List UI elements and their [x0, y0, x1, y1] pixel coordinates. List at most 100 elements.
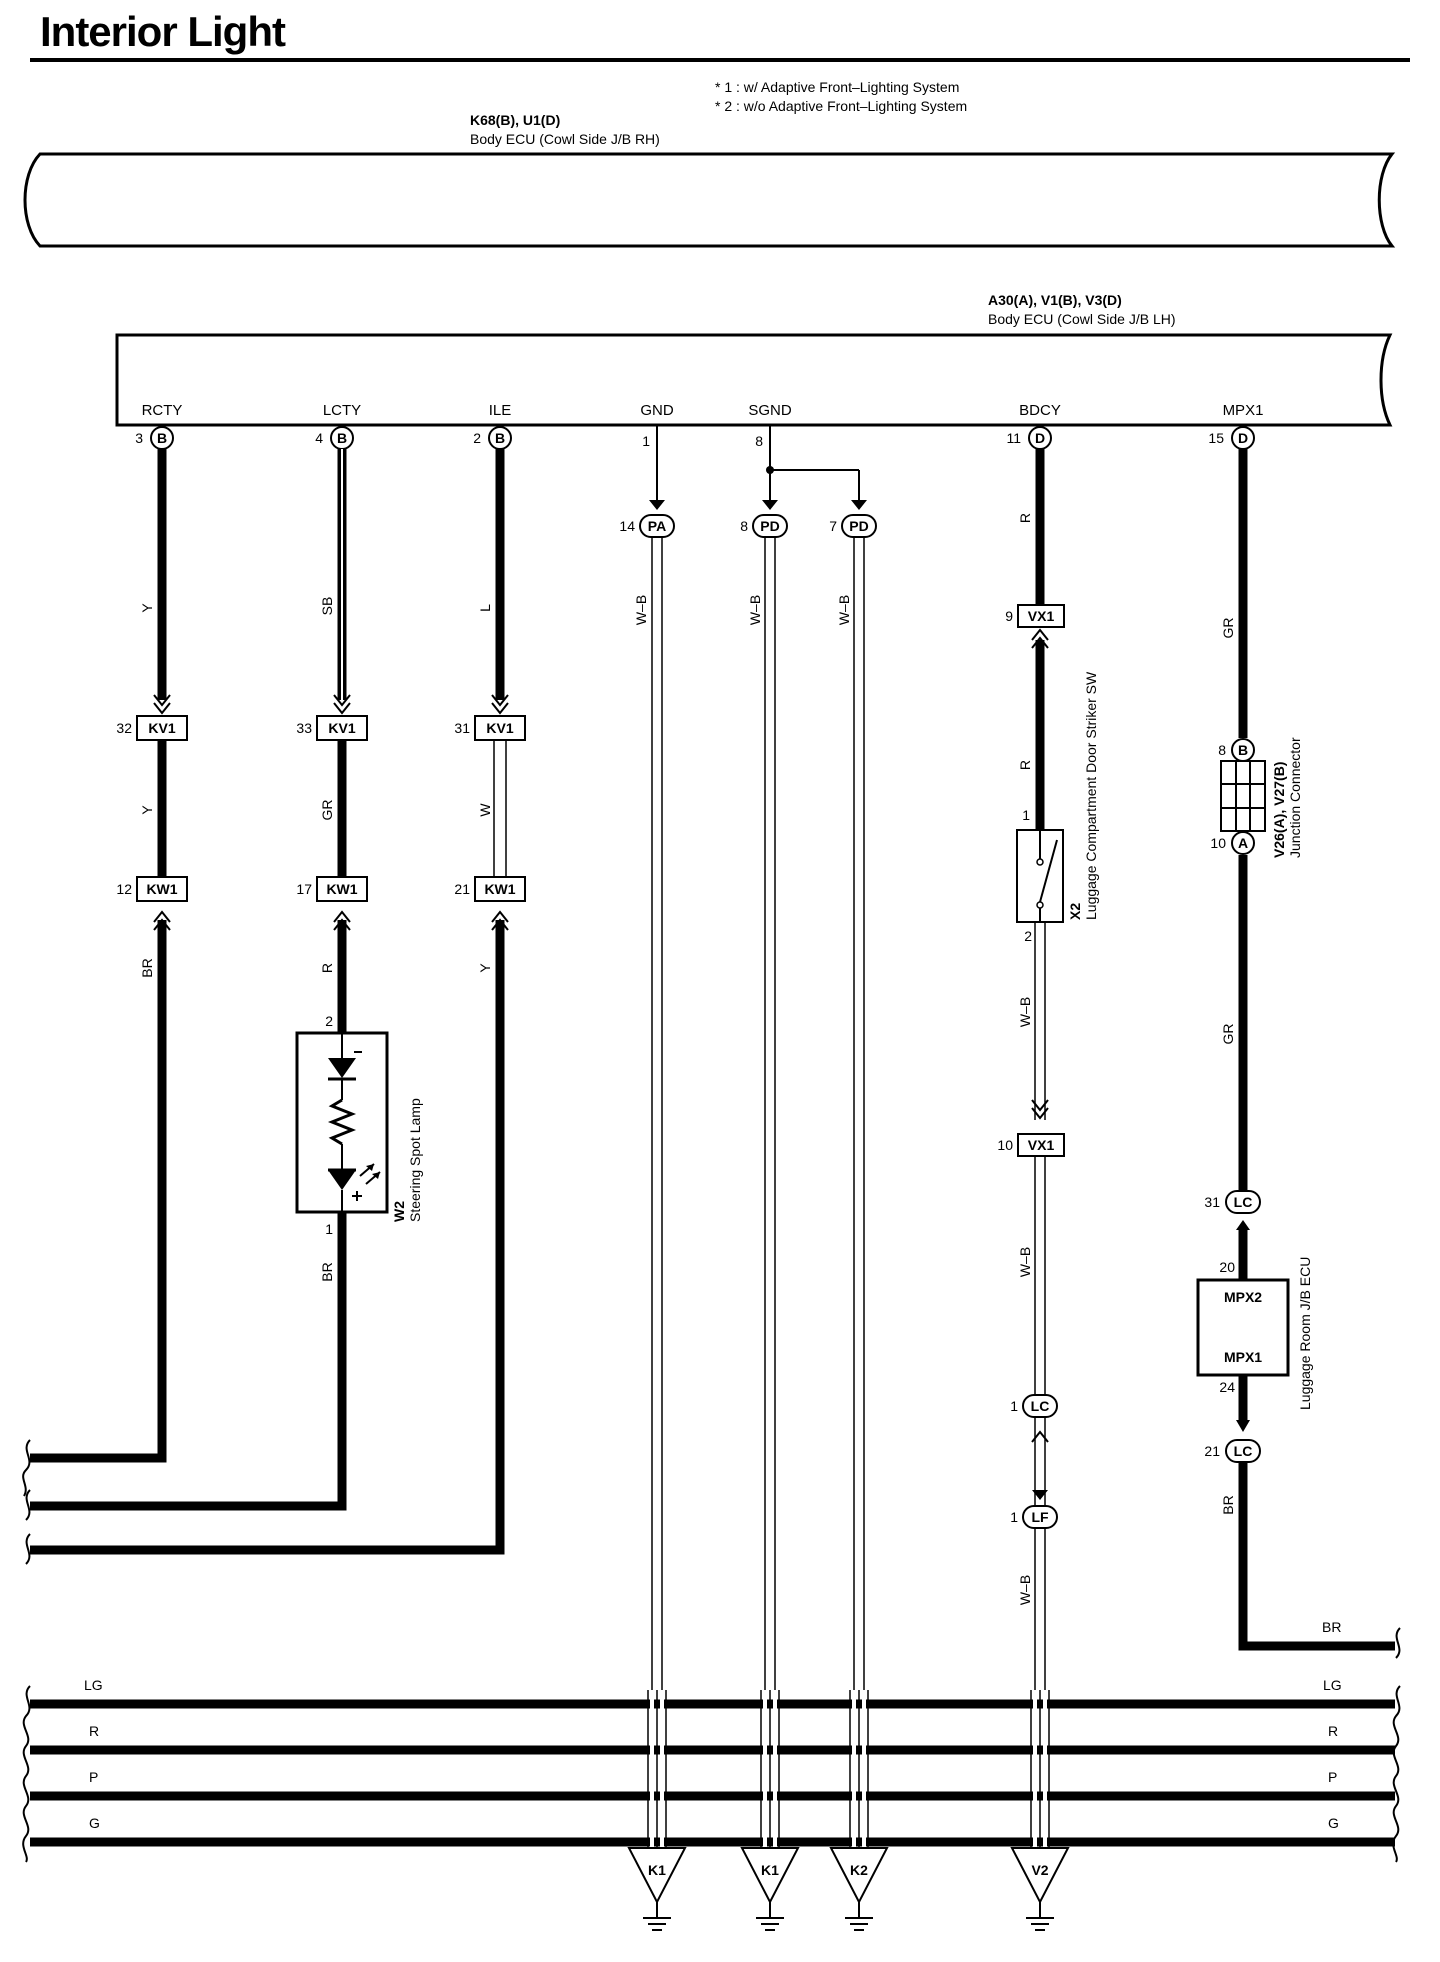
- wire-color-mpx1-1: GR: [1220, 618, 1236, 639]
- page-title: Interior Light: [40, 8, 286, 55]
- ground-k2: [829, 1847, 889, 1931]
- pin-lamp-1: 1: [325, 1221, 333, 1237]
- luggage-ecu-name: Luggage Room J/B ECU: [1297, 1257, 1313, 1410]
- cut-marks: [22, 1439, 1401, 1863]
- bus-label-p-left: P: [89, 1769, 98, 1785]
- lamp-name: Steering Spot Lamp: [407, 1098, 423, 1222]
- kv1-box-31: [474, 715, 526, 741]
- pd-connector-8: [752, 514, 788, 538]
- junction-connector: [1220, 738, 1266, 855]
- vx1-box-9: [1017, 604, 1065, 628]
- bus-label-r-left: R: [89, 1723, 99, 1739]
- pin-pa-14: 14: [619, 518, 635, 534]
- terminal-ile: ILE: [489, 402, 512, 419]
- bus-label-p-right: P: [1328, 1769, 1337, 1785]
- pin-vx1-9: 9: [1005, 608, 1013, 624]
- ground-label-k1-a: K1: [648, 1862, 666, 1878]
- wire-color-ile-1: L: [477, 604, 493, 612]
- lf-label-1: LF: [1031, 1509, 1049, 1525]
- ecu-lh-name: Body ECU (Cowl Side J/B LH): [988, 311, 1176, 327]
- pin-jc-10: 10: [1210, 835, 1226, 851]
- switch-code: X2: [1067, 903, 1083, 920]
- br-right-label: BR: [1322, 1619, 1341, 1635]
- conn-bdcy: D: [1035, 430, 1045, 446]
- vx1-label-10: VX1: [1028, 1137, 1055, 1153]
- pin-vx1-10: 10: [997, 1137, 1013, 1153]
- lf-connector-1: [1022, 1505, 1058, 1529]
- pin-lc-1: 1: [1010, 1398, 1018, 1414]
- wire-color-ile-2: W: [477, 803, 493, 817]
- wire-lcty: [30, 449, 351, 1511]
- wire-color-sgnd-2: W–B: [836, 595, 852, 625]
- terminal-rcty: RCTY: [142, 402, 183, 419]
- pa-label: PA: [648, 518, 666, 534]
- switch-name: Luggage Compartment Door Striker SW: [1083, 671, 1099, 920]
- wire-color-sgnd-1: W–B: [747, 595, 763, 625]
- pin-lc-31: 31: [1204, 1194, 1220, 1210]
- pin-kv1-33: 33: [296, 720, 312, 736]
- wire-color-mpx1-3: BR: [1220, 1495, 1236, 1514]
- vx1-label-9: VX1: [1028, 608, 1055, 624]
- wire-color-bdcy-1: R: [1017, 513, 1033, 523]
- note-1: * 1 : w/ Adaptive Front–Lighting System: [715, 79, 959, 95]
- wire-sgnd: [762, 425, 867, 1848]
- pin-sgnd: 8: [755, 433, 763, 449]
- terminal-lcty: LCTY: [323, 402, 361, 419]
- luggage-room-ecu-box: [1196, 1278, 1290, 1377]
- pin-sw-1: 1: [1022, 807, 1030, 823]
- wire-gnd: [649, 425, 665, 1848]
- steering-spot-lamp: [295, 1031, 389, 1214]
- pin-sw-2: 2: [1024, 928, 1032, 944]
- kw1-label-21: KW1: [484, 881, 515, 897]
- terminal-bdcy: BDCY: [1019, 402, 1061, 419]
- ground-label-k1-b: K1: [761, 1862, 779, 1878]
- ground-k1-a: [627, 1847, 687, 1931]
- pd-connector-7: [841, 514, 877, 538]
- pin-kw1-17: 17: [296, 881, 312, 897]
- pin-ecu-20: 20: [1219, 1259, 1235, 1275]
- kw1-box-17: [316, 876, 368, 902]
- pin-ile: 2: [473, 430, 481, 446]
- jc-conn-a: A: [1238, 835, 1248, 851]
- bus-label-g-left: G: [89, 1815, 100, 1831]
- wire-color-bdcy-2: R: [1017, 760, 1033, 770]
- ecu-rh-code: K68(B), U1(D): [470, 112, 560, 128]
- wire-color-lcty-3: R: [319, 963, 335, 973]
- lc-connector-31: [1225, 1190, 1261, 1214]
- bus-label-g-right: G: [1328, 1815, 1339, 1831]
- pin-kw1-21: 21: [454, 881, 470, 897]
- title-rule: [30, 58, 1410, 62]
- pa-connector: [639, 514, 675, 538]
- ground-label-k2: K2: [850, 1862, 868, 1878]
- pin-gnd: 1: [642, 433, 650, 449]
- ecu-rh-name: Body ECU (Cowl Side J/B RH): [470, 131, 660, 147]
- wire-color-lcty-2: GR: [319, 800, 335, 821]
- ecu-mpx2-label: MPX2: [1224, 1289, 1262, 1305]
- kw1-box-12: [136, 876, 188, 902]
- jc-name: Junction Connector: [1287, 737, 1303, 858]
- pin-pd-7: 7: [829, 518, 837, 534]
- pin-kw1-12: 12: [116, 881, 132, 897]
- pin-kv1-31: 31: [454, 720, 470, 736]
- wire-rcty: [30, 449, 171, 1463]
- jc-conn-b: B: [1238, 742, 1248, 758]
- wire-color-lcty-1: SB: [319, 597, 335, 616]
- kv1-box-33: [316, 715, 368, 741]
- wire-ile: [30, 449, 509, 1555]
- pin-kv1-32: 32: [116, 720, 132, 736]
- terminal-mpx1: MPX1: [1223, 402, 1264, 419]
- vx1-box-10: [1017, 1133, 1065, 1157]
- lc-label-1: LC: [1031, 1398, 1050, 1414]
- ecu-mpx1-label: MPX1: [1224, 1349, 1262, 1365]
- lc-label-21: LC: [1234, 1443, 1253, 1459]
- bus-label-lg-right: LG: [1323, 1677, 1342, 1693]
- pin-lc-21: 21: [1204, 1443, 1220, 1459]
- lc-label-31: LC: [1234, 1194, 1253, 1210]
- wire-color-rcty-1: Y: [139, 603, 155, 613]
- conn-lcty: B: [337, 430, 347, 446]
- pd-label-7: PD: [849, 518, 868, 534]
- wire-color-bdcy-3: W–B: [1017, 997, 1033, 1027]
- lc-connector-1: [1022, 1394, 1058, 1418]
- wire-color-lcty-4: BR: [319, 1262, 335, 1281]
